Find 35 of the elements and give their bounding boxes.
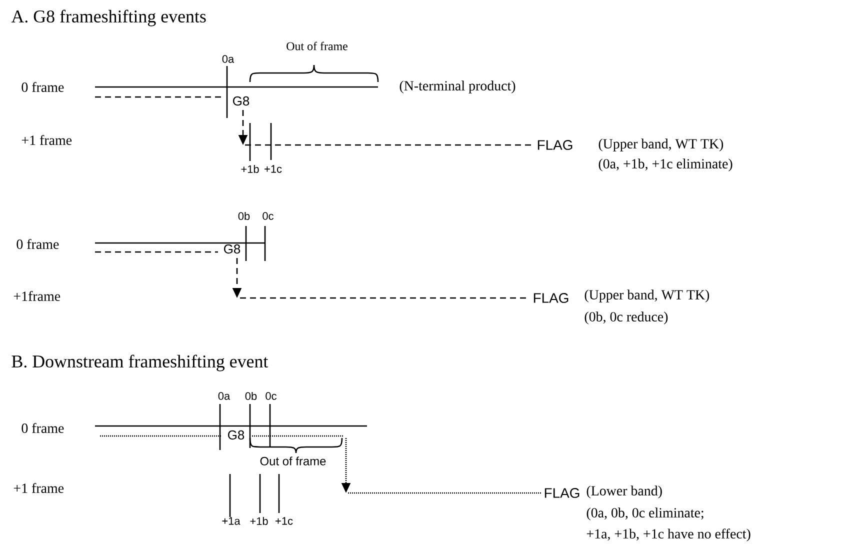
flag-label: FLAG [544,488,580,498]
site-label: +1b [250,516,268,526]
flag-label: FLAG [538,140,572,150]
site-label: 0b [238,212,250,220]
g8-label: G8 [233,96,250,106]
site-label: 0a [218,392,230,400]
bracket-label: Out of frame [260,456,326,466]
frame-label: 0 frame [22,423,64,433]
band-note: (0a, 0b, 0c eliminate; [586,508,704,520]
g8-label: G8 [228,430,244,440]
band-note: (Lower band) [586,486,662,498]
flag-label: FLAG [534,293,568,303]
frame-label: +1frame [14,291,60,301]
band-note: +1a, +1b, +1c have no effect) [586,528,750,542]
band-note: (Upper band, WT TK) [598,138,724,152]
frame-label: +1 frame [14,483,64,493]
band-note: (Upper band, WT TK) [584,290,710,302]
frame-label: +1 frame [22,135,72,145]
site-label: 0c [262,212,274,220]
band-note: (0a, +1b, +1c eliminate) [598,158,732,172]
frame-label: 0 frame [16,239,59,249]
frame-label: 0 frame [22,82,64,92]
site-label: +1c [276,517,293,525]
site-label: +1b [241,164,259,174]
site-label: +1a [222,517,240,525]
site-label: 0c [266,392,276,400]
section-heading: A. G8 frameshifting events [11,10,206,26]
site-label: 0b [245,392,257,400]
site-label: 0a [222,55,234,63]
bracket-label: Out of frame [286,42,348,50]
band-note: (0b, 0c reduce) [584,312,668,324]
section-heading: B. Downstream frameshifting event [12,354,268,372]
product-note: (N-terminal product) [400,80,516,94]
g8-label: G8 [224,244,240,254]
site-label: +1c [264,165,282,173]
